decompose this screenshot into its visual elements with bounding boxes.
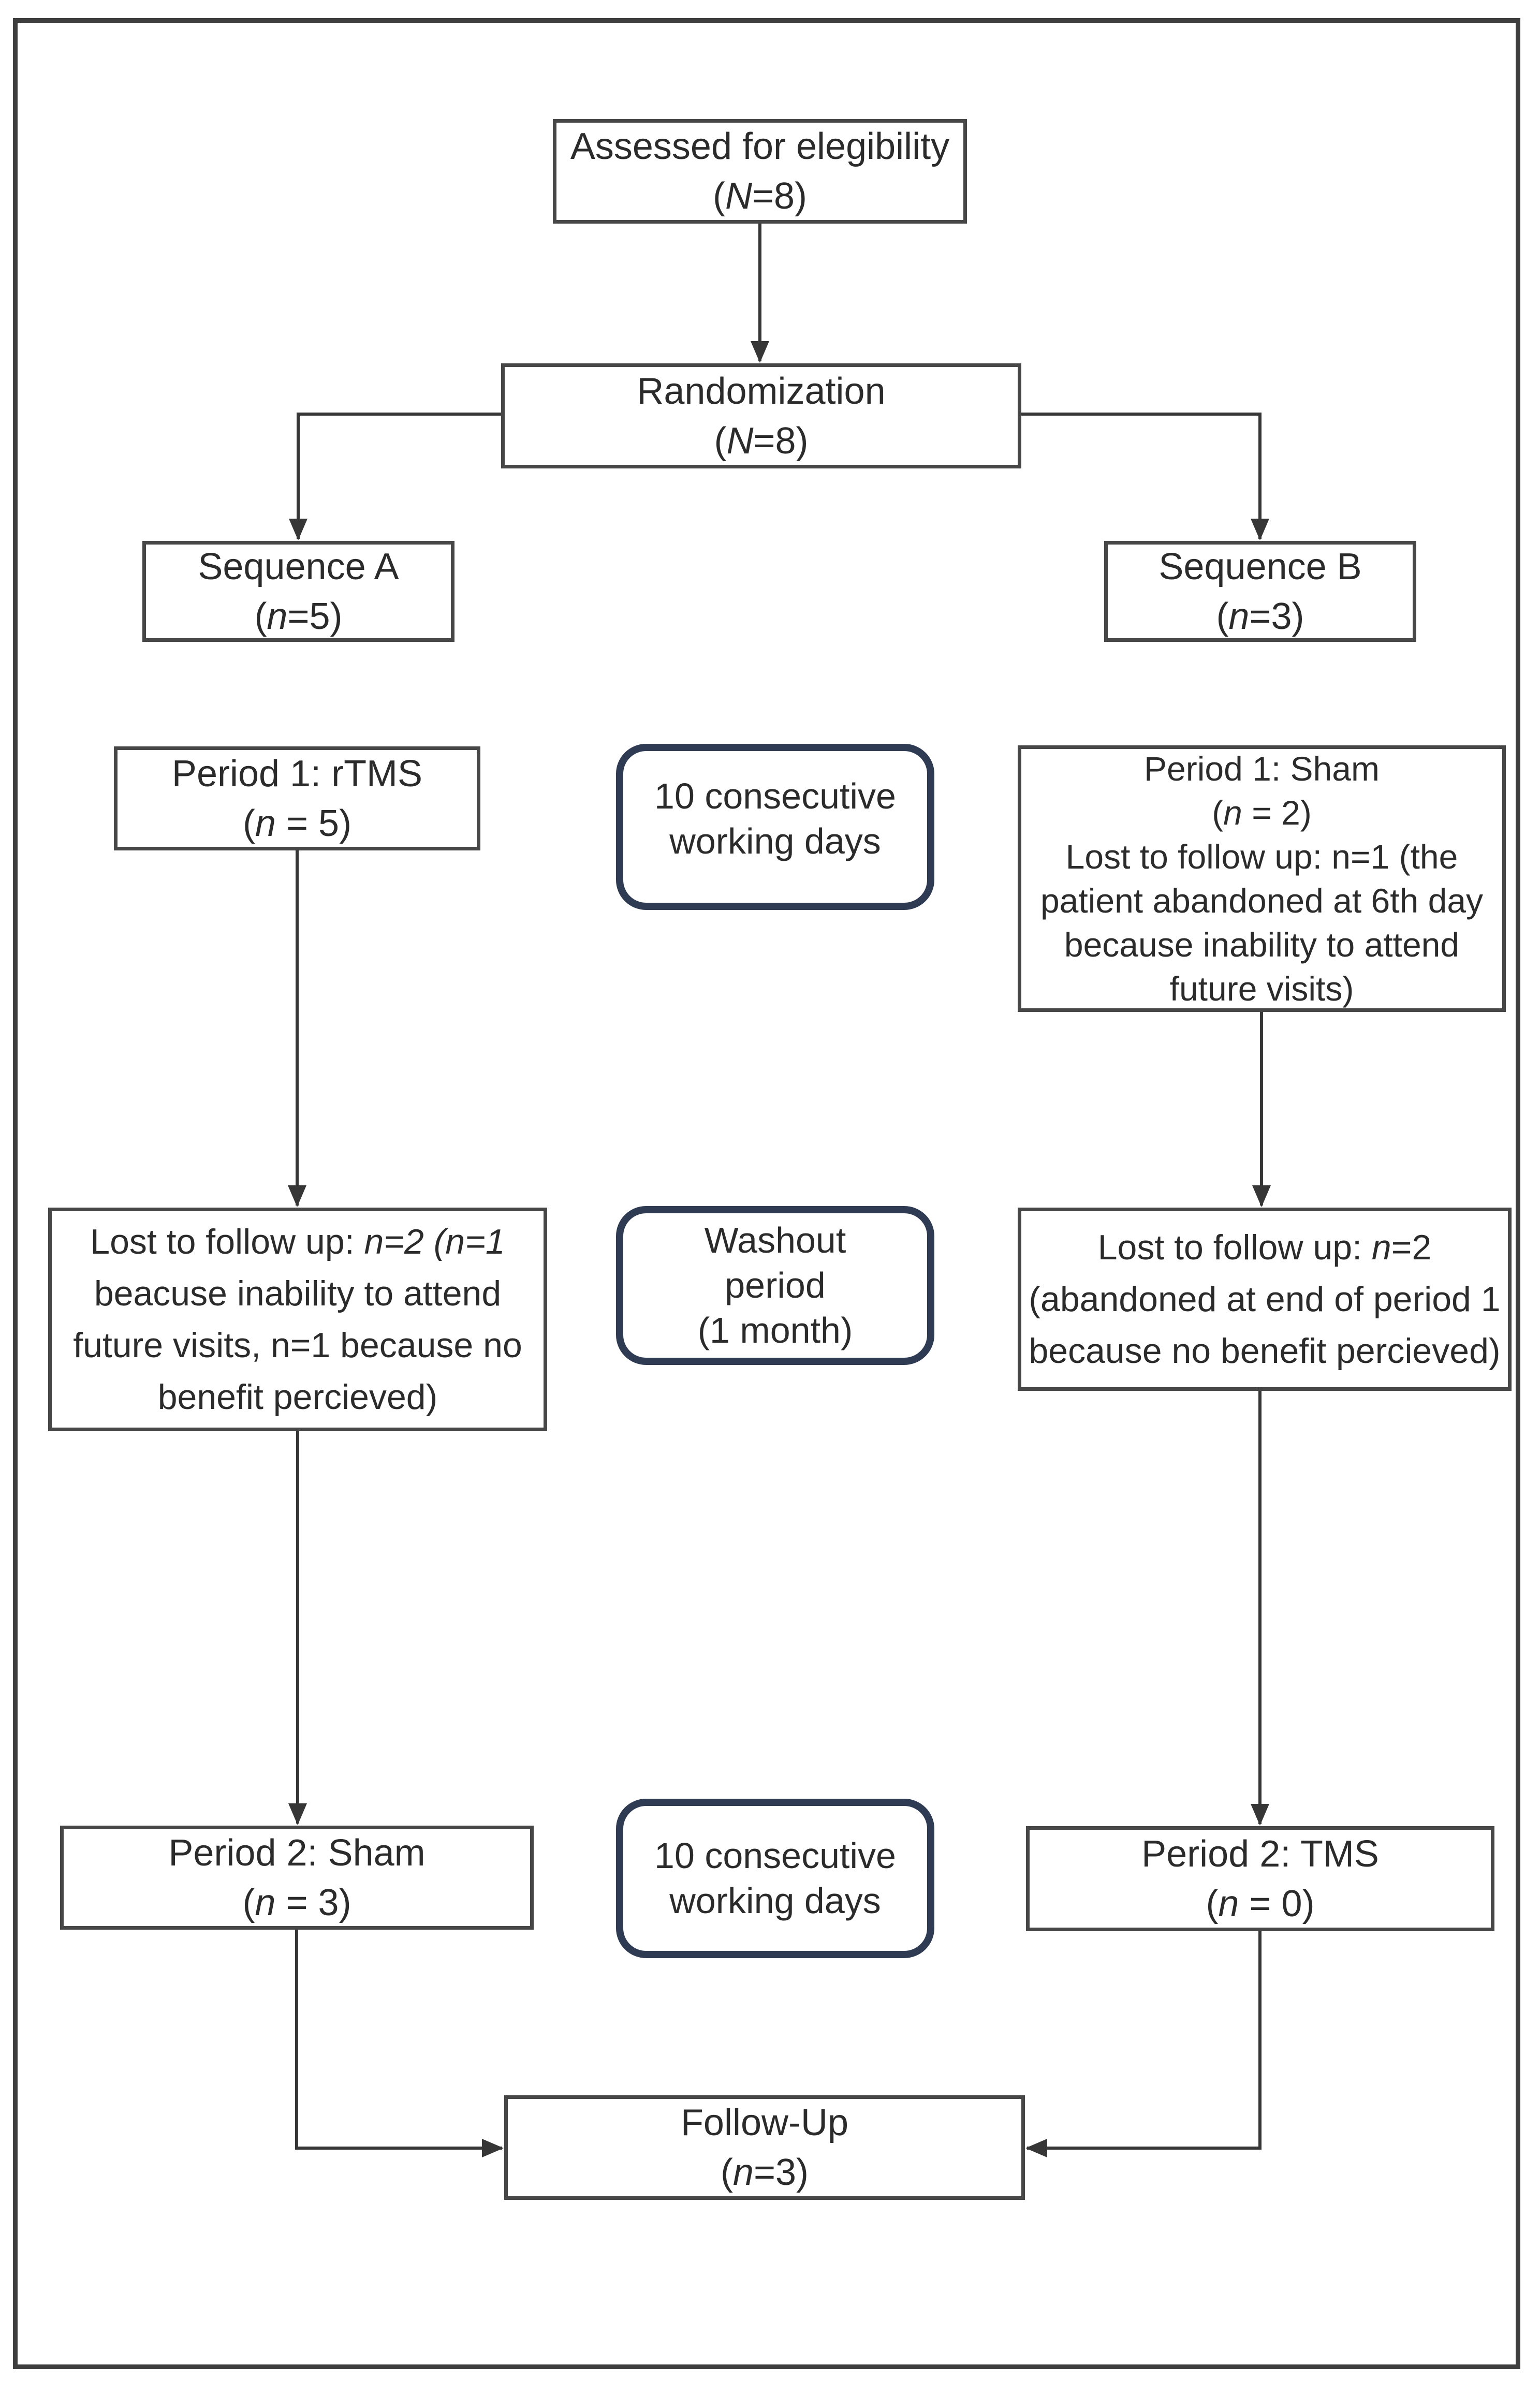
box-line: (N=8)	[712, 175, 808, 217]
box-line: Period 2: TMS	[1141, 1833, 1379, 1875]
box-line: (n = 0)	[1206, 1883, 1315, 1924]
box-line: beacuse inability to attend	[94, 1274, 502, 1313]
connector-period2-tms-to-followup	[1025, 1931, 1262, 2157]
box-line: future visits, n=1 because no	[73, 1326, 522, 1365]
box-line: because no benefit percieved)	[1029, 1331, 1501, 1371]
flow-box-washout-period: Washout period (1 month)	[616, 1206, 934, 1365]
box-line: period	[725, 1265, 826, 1305]
flow-box-randomization: Randomization (N=8)	[501, 363, 1021, 468]
flow-box-sequence-b: Sequence B (n=3)	[1104, 541, 1416, 642]
box-line: Period 2: Sham	[168, 1832, 426, 1874]
box-line: (abandoned at end of period 1	[1029, 1280, 1501, 1319]
box-line: working days	[669, 821, 881, 861]
box-line: future visits)	[1169, 969, 1354, 1008]
box-line: Period 1: Sham	[1144, 749, 1380, 788]
box-line: 10 consecutive	[654, 776, 896, 816]
box-line: Randomization	[637, 370, 886, 412]
flow-box-period1-sham: Period 1: Sham (n = 2) Lost to follow up…	[1018, 745, 1506, 1012]
flow-box-period1-rtms: Period 1: rTMS (n = 5)	[114, 746, 480, 850]
box-line: Sequence A	[198, 546, 399, 587]
flow-box-period2-sham: Period 2: Sham (n = 3)	[60, 1826, 534, 1930]
box-line: Sequence B	[1158, 546, 1362, 587]
box-line: Follow-Up	[680, 2102, 849, 2143]
box-line: Washout	[704, 1220, 846, 1260]
connector-period2-sham-to-followup	[295, 1930, 504, 2157]
box-line: Lost to follow up: n=2 (n=1	[90, 1222, 505, 1261]
figure-border	[13, 18, 1520, 2369]
box-line: Lost to follow up: n=1 (the	[1065, 837, 1458, 876]
flow-box-follow-up: Follow-Up (n=3)	[504, 2095, 1025, 2200]
box-line: because inability to attend	[1064, 925, 1460, 964]
connector-randomization-to-sequence-a	[289, 413, 501, 540]
flow-box-assessed-for-eligibility: Assessed for elegibility (N=8)	[553, 119, 967, 224]
flow-box-sequence-a: Sequence A (n=5)	[142, 541, 454, 642]
box-line: (n = 5)	[242, 802, 352, 844]
box-line: (n=5)	[254, 595, 343, 637]
connector-randomization-to-sequence-b	[1021, 413, 1269, 540]
flow-box-working-days-2: 10 consecutive working days	[616, 1799, 934, 1958]
box-line: (n = 3)	[242, 1882, 351, 1923]
box-line: (N=8)	[714, 420, 809, 462]
box-line: Lost to follow up: n=2	[1097, 1228, 1432, 1267]
box-line: (n=3)	[720, 2152, 809, 2193]
flow-box-working-days-1: 10 consecutive working days	[616, 744, 934, 910]
flow-box-lost-to-follow-up-sequence-b: Lost to follow up: n=2 (abandoned at end…	[1018, 1208, 1512, 1391]
box-line: working days	[669, 1880, 881, 1921]
box-line: patient abandoned at 6th day	[1040, 881, 1484, 920]
box-line: benefit percieved)	[157, 1377, 438, 1417]
box-line: (n = 2)	[1212, 793, 1312, 832]
box-line: Assessed for elegibility	[570, 126, 950, 167]
flow-box-lost-to-follow-up-sequence-a: Lost to follow up: n=2 (n=1 beacuse inab…	[48, 1208, 547, 1431]
box-line: (n=3)	[1216, 595, 1304, 637]
box-line: (1 month)	[697, 1310, 853, 1350]
flow-box-period2-tms: Period 2: TMS (n = 0)	[1026, 1826, 1494, 1931]
box-line: Period 1: rTMS	[171, 753, 423, 795]
box-line: 10 consecutive	[654, 1835, 896, 1876]
